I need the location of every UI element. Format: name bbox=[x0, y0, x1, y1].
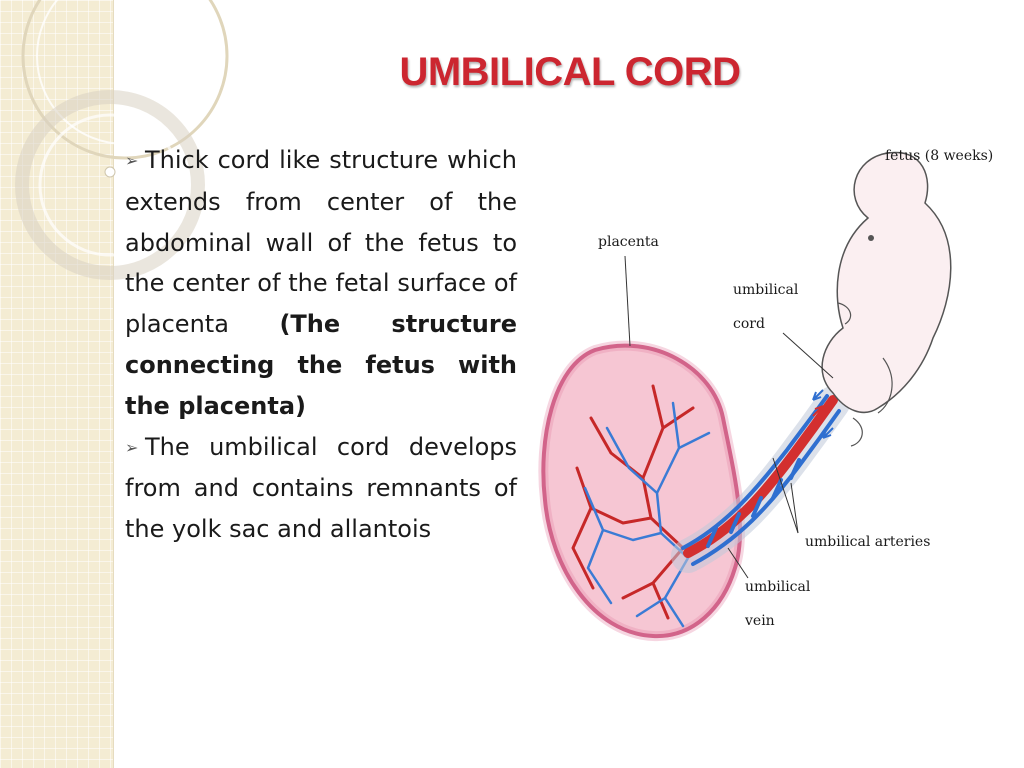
label-umbilical-cord-line2: cord bbox=[733, 316, 765, 332]
label-umbilical-arteries: umbilical arteries bbox=[805, 534, 930, 550]
decorative-side-strip bbox=[0, 0, 114, 768]
label-fetus: fetus (8 weeks) bbox=[885, 148, 993, 164]
bullet-bold-text: (The structure connecting the fetus with… bbox=[125, 310, 517, 420]
fetus-illustration bbox=[821, 151, 952, 447]
label-umbilical-cord-line1: umbilical bbox=[733, 282, 799, 298]
bullet-list: ➢Thick cord like structure which extends… bbox=[125, 140, 517, 550]
label-umbilical-vein-line2: vein bbox=[744, 613, 775, 629]
bullet-text: Thick cord like structure which extends … bbox=[125, 146, 517, 339]
bullet-item-development: ➢The umbilical cord develops from and co… bbox=[125, 427, 517, 550]
bullet-item-definition: ➢Thick cord like structure which extends… bbox=[125, 140, 517, 427]
label-umbilical-vein-line1: umbilical bbox=[745, 579, 811, 595]
bullet-text: The umbilical cord develops from and con… bbox=[125, 432, 517, 544]
slide-title: UMBILICAL CORD bbox=[399, 50, 741, 94]
placenta-illustration bbox=[538, 340, 746, 642]
umbilical-cord-illustration bbox=[671, 386, 850, 573]
label-leader-lines bbox=[624, 255, 834, 579]
umbilical-cord-diagram: fetus (8 weeks) placenta umbilical cord … bbox=[538, 148, 993, 642]
label-placenta: placenta bbox=[598, 234, 659, 250]
arrow-bullet-icon: ➢ bbox=[125, 151, 139, 170]
arrow-bullet-icon: ➢ bbox=[125, 437, 139, 457]
decorative-rings bbox=[15, 0, 229, 280]
